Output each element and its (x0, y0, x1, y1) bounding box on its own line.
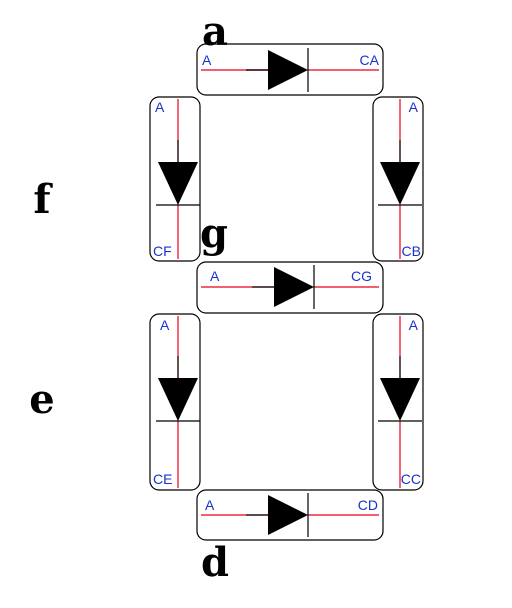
segment-b-diode-triangle (380, 162, 420, 205)
segment-c-anode-label: A (409, 317, 419, 333)
segment-c: A CC (372, 313, 424, 491)
segment-e-cathode-label: CE (153, 471, 172, 487)
segment-d: A CD d (196, 489, 384, 586)
segment-g-outline (196, 261, 384, 314)
segment-a-diode-triangle (268, 50, 308, 90)
segment-a-outline (196, 43, 384, 96)
segment-c-cathode-label: CC (401, 471, 421, 487)
segment-d-diode-triangle (268, 495, 308, 535)
segment-a-cathode-label: CA (360, 52, 380, 68)
segment-f-anode-label: A (155, 99, 165, 115)
segment-a-anode-label: A (202, 52, 212, 68)
segment-d-outline (196, 489, 384, 541)
segment-e-diode-triangle (158, 378, 198, 421)
segment-g-cathode-label: CG (351, 268, 372, 284)
segment-b-cathode-label: CB (402, 243, 421, 259)
segment-g: A CG g (196, 210, 384, 314)
segment-f-diode-triangle (158, 162, 198, 205)
segment-b: A CB (372, 96, 424, 262)
segment-f-cathode-label: CF (153, 243, 172, 259)
segment-g-anode-label: A (210, 268, 220, 284)
segment-g-name: g (200, 210, 228, 257)
segment-b-outline (372, 96, 424, 262)
segment-e-anode-label: A (160, 317, 170, 333)
segment-g-diode-triangle (274, 267, 314, 307)
segment-e: A CE e (29, 313, 201, 491)
segment-d-name: d (201, 539, 229, 586)
segment-c-outline (372, 313, 424, 491)
segment-f-outline (149, 96, 201, 262)
segment-a: A CA a (196, 8, 384, 96)
segment-f-name: f (33, 176, 53, 223)
segment-a-name: a (202, 8, 228, 55)
segment-f: A CF f (33, 96, 201, 262)
segment-e-outline (149, 313, 201, 491)
segment-e-name: e (29, 376, 54, 423)
segment-d-anode-label: A (205, 497, 215, 513)
segment-d-cathode-label: CD (358, 497, 378, 513)
segment-b-anode-label: A (409, 99, 419, 115)
segment-c-diode-triangle (380, 378, 420, 421)
